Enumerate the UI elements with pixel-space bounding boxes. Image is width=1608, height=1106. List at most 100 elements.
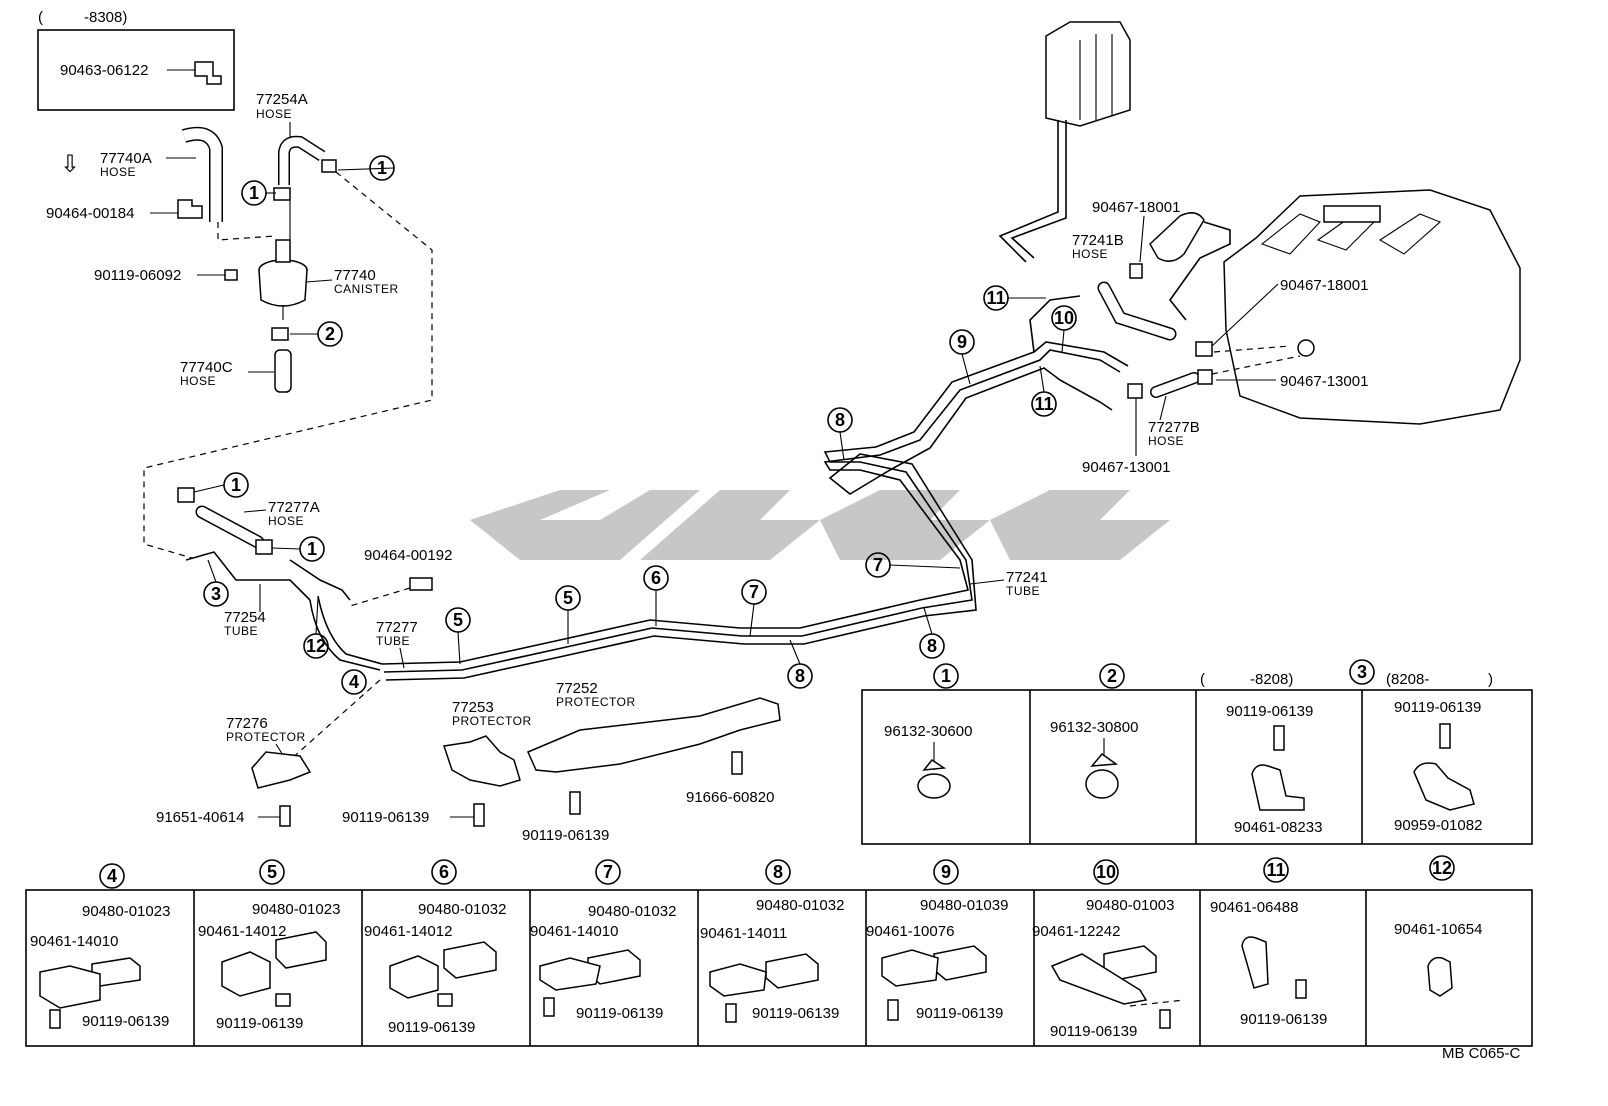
part-77277: 77277 (376, 619, 418, 636)
callout-3: 3 (203, 581, 229, 607)
svg-text:9: 9 (941, 862, 951, 882)
svg-text:6: 6 (651, 568, 661, 588)
svg-text:90480-01023: 90480-01023 (82, 903, 170, 920)
callout-9: 9 (949, 329, 975, 355)
detail-cell-7: 7 90480-01032 90461-14010 90119-06139 (530, 859, 676, 1022)
svg-text:11: 11 (986, 288, 1005, 308)
watermark-logo (470, 490, 1170, 560)
callout-8c: 8 (827, 407, 853, 433)
svg-text:8: 8 (795, 666, 805, 686)
part-91666-60820: 91666-60820 (686, 789, 774, 806)
svg-text:90461-12242: 90461-12242 (1032, 923, 1120, 940)
part-90463-06122: 90463-06122 (60, 62, 148, 79)
svg-text:3: 3 (1357, 662, 1367, 682)
svg-text:90119-06139: 90119-06139 (916, 1005, 1003, 1022)
callout-markers: 1 1 2 1 1 3 12 4 5 5 6 7 8 8 7 8 9 11 10… (193, 155, 1077, 695)
svg-text:90461-14012: 90461-14012 (364, 923, 452, 940)
part-77277B: 77277B (1148, 419, 1200, 436)
left-tube-group: 77277A HOSE 90464-00192 77254 TUBE 77277… (156, 487, 452, 827)
svg-text:4: 4 (349, 672, 359, 692)
callout-1d: 1 (299, 536, 325, 562)
svg-text:90461-14010: 90461-14010 (30, 933, 118, 950)
fuel-tank-group: 90467-18001 77241B HOSE 90467-18001 9046… (998, 21, 1521, 476)
svg-text:90461-14012: 90461-14012 (198, 923, 286, 940)
svg-text:HOSE: HOSE (1148, 434, 1184, 448)
part-77254A: 77254A (256, 91, 308, 108)
svg-text:96132-30800: 96132-30800 (1050, 719, 1138, 736)
svg-text:(8208-: (8208- (1386, 671, 1429, 688)
svg-text:4: 4 (107, 866, 117, 886)
svg-text:2: 2 (325, 324, 335, 344)
svg-text:90461-14011: 90461-14011 (700, 925, 787, 942)
part-77241B: 77241B (1072, 232, 1124, 249)
down-arrow-icon: ⇩ (60, 151, 80, 178)
detail-cell-2: 2 96132-30800 (1050, 663, 1138, 799)
svg-text:90119-06139: 90119-06139 (752, 1005, 839, 1022)
part-90119-06139-b: 90119-06139 (522, 827, 609, 844)
detail-cell-9: 9 90480-01039 90461-10076 90119-06139 (866, 859, 1008, 1022)
svg-text:90480-01003: 90480-01003 (1086, 897, 1174, 914)
part-77740A: 77740A (100, 150, 152, 167)
svg-text:PROTECTOR: PROTECTOR (556, 695, 636, 709)
svg-text:(: ( (38, 9, 43, 26)
callout-8b: 8 (919, 633, 945, 659)
svg-text:(: ( (1200, 671, 1205, 688)
svg-text:HOSE: HOSE (100, 165, 136, 179)
callout-11b: 11 (1031, 391, 1057, 417)
svg-text:90461-10654: 90461-10654 (1394, 921, 1482, 938)
svg-text:1: 1 (249, 183, 259, 203)
svg-text:-8208): -8208) (1250, 671, 1293, 688)
part-90467-13001-b: 90467-13001 (1082, 459, 1170, 476)
svg-text:90119-06139: 90119-06139 (82, 1013, 169, 1030)
svg-text:10: 10 (1096, 862, 1116, 882)
svg-text:90119-06139: 90119-06139 (388, 1019, 475, 1036)
part-90464-00192: 90464-00192 (364, 547, 452, 564)
svg-text:TUBE: TUBE (376, 634, 410, 648)
svg-text:CANISTER: CANISTER (334, 282, 399, 296)
svg-text:90119-06139: 90119-06139 (576, 1005, 663, 1022)
canister-group: 77254A HOSE 77740A HOSE 90464-00184 9011… (46, 91, 399, 393)
part-90119-06139-a: 90119-06139 (342, 809, 429, 826)
svg-text:3: 3 (211, 584, 221, 604)
svg-text:HOSE: HOSE (1072, 247, 1108, 261)
svg-text:12: 12 (306, 636, 326, 656)
svg-text:12: 12 (1432, 858, 1452, 878)
svg-text:90119-06139: 90119-06139 (1050, 1023, 1137, 1040)
svg-text:90461-08233: 90461-08233 (1234, 819, 1322, 836)
svg-text:1: 1 (231, 475, 241, 495)
svg-text:90119-06139: 90119-06139 (216, 1015, 303, 1032)
part-91651-40614: 91651-40614 (156, 809, 244, 826)
svg-text:TUBE: TUBE (1006, 584, 1040, 598)
detail-panel-bottom: 4 90480-01023 90461-14010 90119-06139 5 … (25, 855, 1533, 1047)
callout-7a: 7 (741, 579, 767, 605)
footer-code: MB C065-C (1442, 1045, 1521, 1062)
main-tube-bundle: 77241 TUBE (381, 295, 1129, 681)
callout-8a: 8 (787, 663, 813, 689)
part-90467-13001-a: 90467-13001 (1280, 373, 1368, 390)
svg-text:8: 8 (835, 410, 845, 430)
svg-text:90461-14010: 90461-14010 (530, 923, 618, 940)
part-90464-00184: 90464-00184 (46, 205, 134, 222)
detail-cell-1: 1 96132-30600 (884, 663, 972, 799)
svg-text:90480-01039: 90480-01039 (920, 897, 1008, 914)
range-tag-top-left: -8308) (84, 9, 127, 26)
part-77254: 77254 (224, 609, 266, 626)
detail-cell-4: 4 90480-01023 90461-14010 90119-06139 (30, 863, 170, 1030)
svg-text:9: 9 (957, 332, 967, 352)
callout-4: 4 (341, 669, 367, 695)
svg-text:11: 11 (1034, 394, 1053, 414)
detail-cell-11: 11 90461-06488 90119-06139 (1210, 857, 1327, 1028)
part-90467-18001-b: 90467-18001 (1280, 277, 1368, 294)
svg-text:90119-06139: 90119-06139 (1394, 699, 1481, 716)
svg-text:8: 8 (773, 862, 783, 882)
svg-text:7: 7 (749, 582, 759, 602)
callout-7b: 7 (865, 552, 891, 578)
svg-text:90959-01082: 90959-01082 (1394, 817, 1482, 834)
svg-text:90119-06139: 90119-06139 (1226, 703, 1313, 720)
svg-text:PROTECTOR: PROTECTOR (226, 730, 306, 744)
dashed-leader (143, 171, 433, 559)
svg-text:8: 8 (927, 636, 937, 656)
svg-text:7: 7 (873, 555, 883, 575)
part-77253: 77253 (452, 699, 494, 716)
svg-text:90480-01032: 90480-01032 (756, 897, 844, 914)
